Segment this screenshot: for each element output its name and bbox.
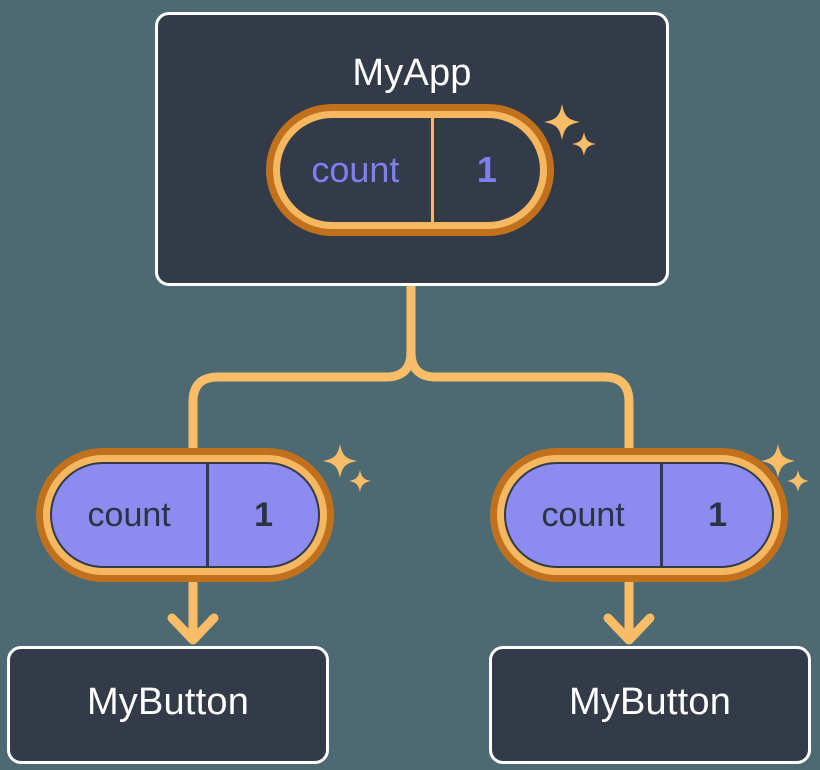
sparkle-icon-small xyxy=(787,470,809,492)
state-pill-core: count 1 xyxy=(50,462,320,568)
state-pill-myapp[interactable]: count 1 xyxy=(266,104,554,236)
sparkle-icon-small xyxy=(349,470,371,492)
component-title-mybutton-left: MyButton xyxy=(86,681,250,723)
state-key-label: count xyxy=(311,149,400,190)
state-value-label: 1 xyxy=(430,118,540,222)
arrow-down-icon-left xyxy=(167,582,219,645)
state-pill-core: count 1 xyxy=(280,118,540,222)
state-pill-core: count 1 xyxy=(504,462,774,568)
component-title-mybutton-right: MyButton xyxy=(568,681,732,723)
state-pill-ring: count 1 xyxy=(497,455,781,575)
component-title-myapp: MyApp xyxy=(352,52,472,94)
component-card-mybutton-right[interactable]: MyButton xyxy=(489,646,811,764)
state-pill-left[interactable]: count 1 xyxy=(36,448,334,582)
arrow-down-icon-right xyxy=(603,582,655,645)
connector-branch-left xyxy=(188,347,416,453)
state-value-label: 1 xyxy=(660,464,772,566)
sparkle-icon-large xyxy=(323,444,357,478)
state-pill-ring: count 1 xyxy=(43,455,327,575)
state-key-label: count xyxy=(541,495,625,534)
state-key-label: count xyxy=(87,495,171,534)
state-pill-ring: count 1 xyxy=(273,111,547,229)
connector-branch-right xyxy=(406,347,634,453)
state-pill-right[interactable]: count 1 xyxy=(490,448,788,582)
component-card-mybutton-left[interactable]: MyButton xyxy=(7,646,329,764)
state-value-label: 1 xyxy=(206,464,318,566)
